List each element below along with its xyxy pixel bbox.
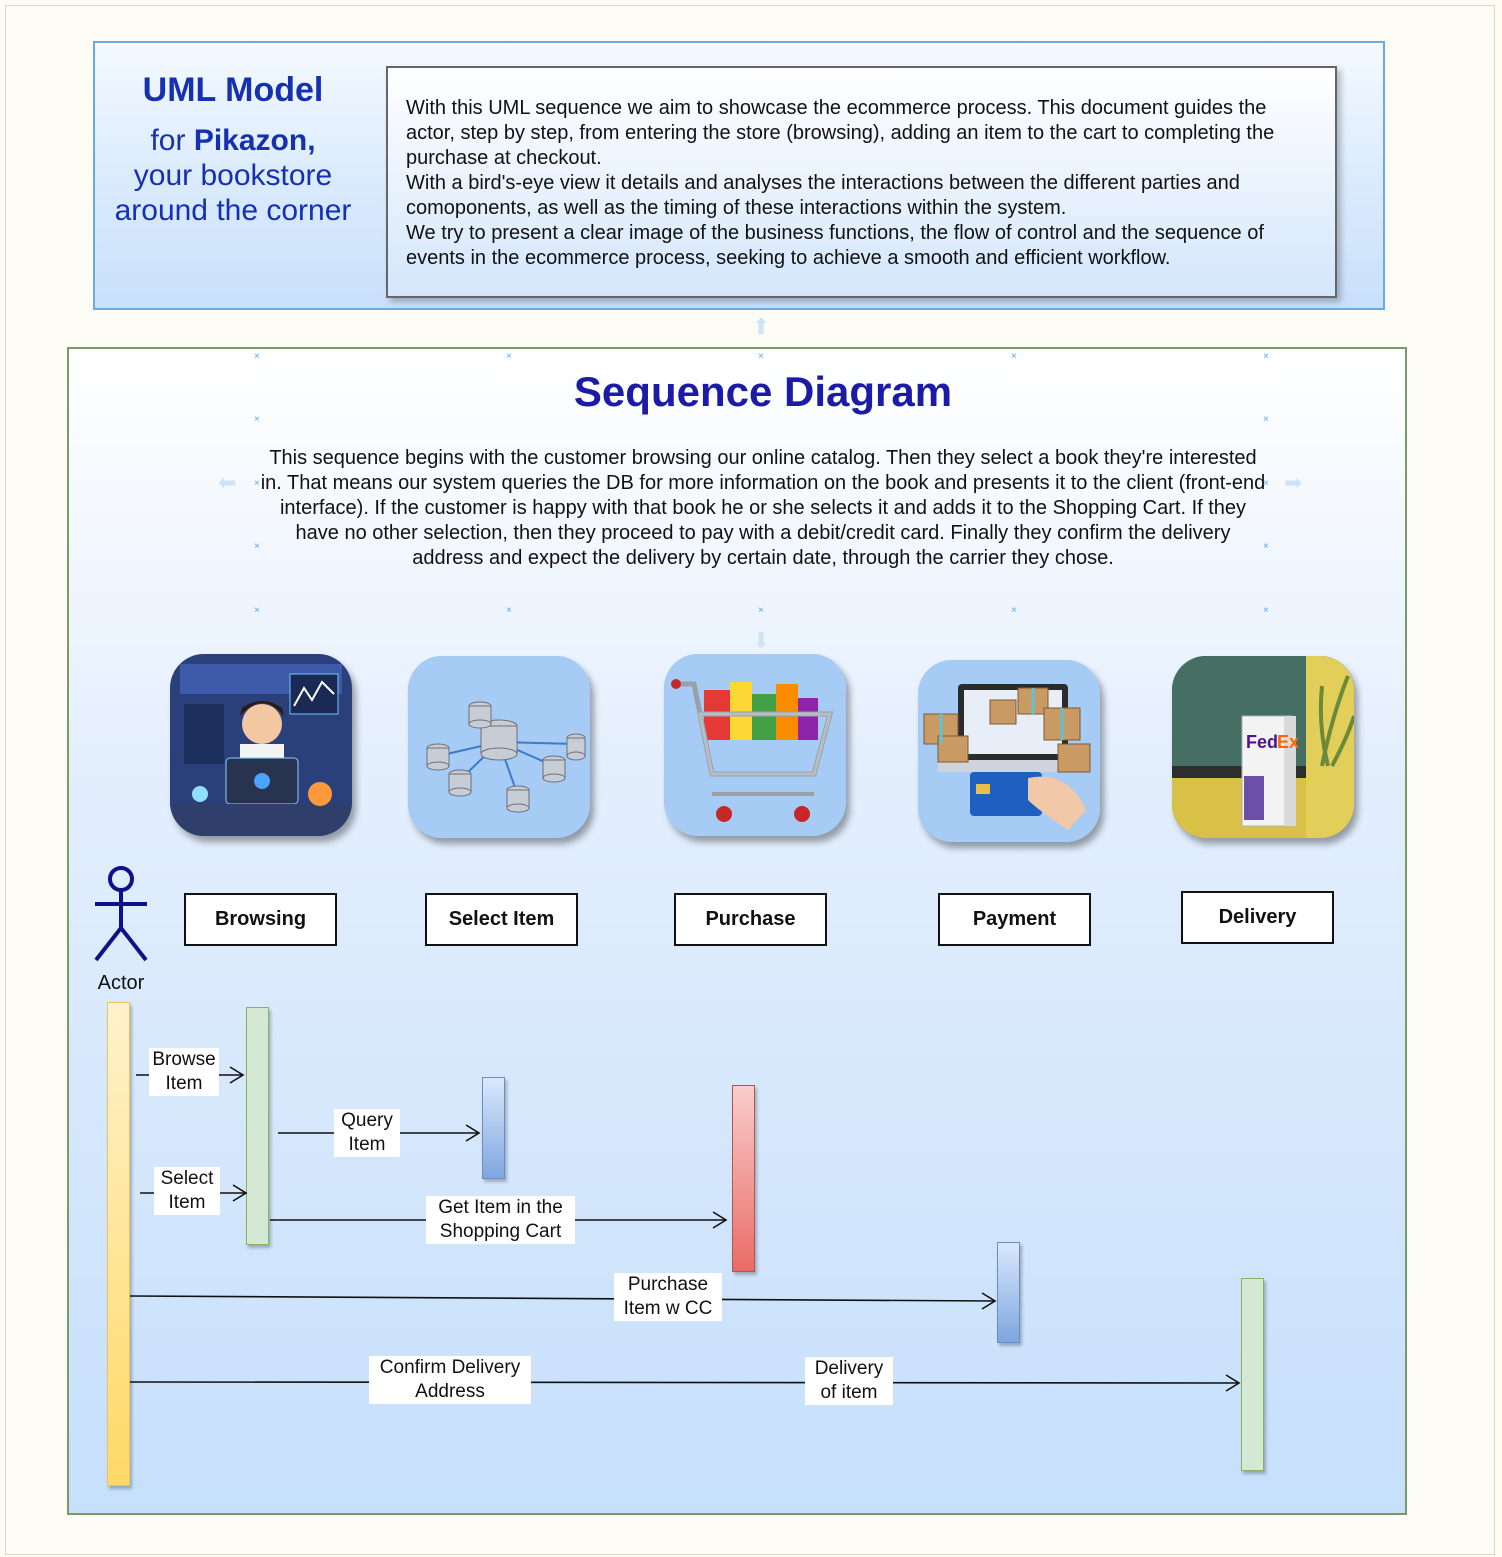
intro-paragraph-3: We try to present a clear image of the b… (406, 222, 1264, 269)
connector-right-arrow-icon[interactable]: ➡ (1284, 470, 1303, 495)
selection-handle[interactable]: × (1011, 605, 1017, 616)
select-item-activation-bar[interactable] (482, 1077, 505, 1179)
subtitle-rest: your bookstore around the corner (114, 158, 352, 227)
developer-laptop-illustration-icon (170, 654, 352, 836)
parcel-delivery-photo-icon: Fed Ex (1172, 656, 1354, 838)
svg-text:Ex: Ex (1277, 732, 1299, 752)
intro-paragraph-1: With this UML sequence we aim to showcas… (406, 97, 1275, 169)
intro-paragraph-2: With a bird's-eye view it details and an… (406, 172, 1240, 219)
message-query-item[interactable]: Query Item (334, 1109, 400, 1157)
selection-handle[interactable]: × (1263, 351, 1269, 362)
sequence-description: This sequence begins with the customer b… (260, 447, 1266, 569)
message-line: Get Item in the (438, 1197, 563, 1218)
delivery-activation-bar[interactable] (1241, 1278, 1264, 1471)
message-line: of item (820, 1382, 878, 1403)
message-line: Item (348, 1134, 386, 1155)
subtitle-prefix: for (150, 123, 194, 157)
selection-handle[interactable]: × (254, 414, 260, 425)
message-line: Item w CC (623, 1298, 713, 1319)
message-line: Query (341, 1110, 393, 1131)
message-select-item[interactable]: Select Item (154, 1167, 220, 1215)
message-delivery-item[interactable]: Delivery of item (805, 1357, 893, 1405)
message-line: Browse (152, 1049, 216, 1070)
selection-handle[interactable]: × (1011, 351, 1017, 362)
selection-handle[interactable]: × (1263, 605, 1269, 616)
select-item-arrowhead-icon (232, 1184, 248, 1202)
stage-label-select-item[interactable]: Select Item (425, 893, 578, 946)
intro-text-box: With this UML sequence we aim to showcas… (386, 66, 1337, 298)
purchase-activation-bar[interactable] (732, 1085, 755, 1272)
message-line: Item (165, 1073, 203, 1094)
selection-handle[interactable]: × (254, 478, 260, 489)
message-get-item-cart[interactable]: Get Item in the Shopping Cart (426, 1196, 575, 1244)
connector-left-arrow-icon[interactable]: ⬅ (218, 470, 237, 495)
sequence-diagram-title: Sequence Diagram (573, 368, 953, 415)
selection-handle[interactable]: × (1263, 541, 1269, 552)
svg-text:Fed: Fed (1246, 732, 1278, 752)
subtitle: for Pikazon, your bookstore around the c… (108, 123, 358, 228)
purchase-cc-arrowhead-icon (981, 1292, 997, 1310)
selection-handle[interactable]: × (254, 605, 260, 616)
actor-label: Actor (97, 972, 145, 994)
stage-label-payment[interactable]: Payment (938, 893, 1091, 946)
message-confirm-address[interactable]: Confirm Delivery Address (369, 1356, 531, 1404)
selection-handle[interactable]: × (1263, 414, 1269, 425)
get-item-cart-arrowhead-icon (712, 1211, 728, 1229)
stage-label-browsing[interactable]: Browsing (184, 893, 337, 946)
message-line: Shopping Cart (439, 1221, 562, 1242)
actor-activation-bar[interactable] (107, 1002, 130, 1486)
uml-model-title: UML Model (142, 71, 324, 109)
credit-card-payment-illustration-icon (918, 660, 1100, 842)
delivery-arrowhead-icon (1225, 1374, 1241, 1392)
message-line: Item (168, 1192, 206, 1213)
stage-label-purchase[interactable]: Purchase (674, 893, 827, 946)
browsing-activation-bar[interactable] (246, 1007, 269, 1245)
payment-activation-bar[interactable] (997, 1242, 1020, 1343)
selection-handle[interactable]: × (506, 351, 512, 362)
shopping-cart-illustration-icon (664, 654, 846, 836)
selection-handle[interactable]: × (254, 541, 260, 552)
connector-down-arrow-icon[interactable]: ⬇ (752, 628, 771, 653)
purchase-cc-arrow (129, 1295, 996, 1302)
selection-handle[interactable]: × (254, 351, 260, 362)
message-browse-item[interactable]: Browse Item (149, 1048, 219, 1096)
message-line: Confirm Delivery (379, 1357, 521, 1378)
title-block: UML Model for Pikazon, your bookstore ar… (108, 70, 358, 228)
selection-handle[interactable]: × (758, 605, 764, 616)
message-line: Purchase (627, 1274, 709, 1295)
message-line: Select (160, 1168, 214, 1189)
selection-handle[interactable]: × (758, 351, 764, 362)
actor-stick-figure-icon[interactable] (90, 864, 152, 964)
query-item-arrowhead-icon (465, 1124, 481, 1142)
selection-handle[interactable]: × (1263, 478, 1269, 489)
message-line: Delivery (814, 1358, 884, 1379)
browse-item-arrowhead-icon (229, 1066, 245, 1084)
connector-up-arrow-icon[interactable]: ⬆ (752, 314, 771, 339)
selection-handle[interactable]: × (506, 605, 512, 616)
delivery-arrow (129, 1381, 1240, 1384)
message-purchase-cc[interactable]: Purchase Item w CC (614, 1273, 722, 1321)
stage-label-delivery[interactable]: Delivery (1181, 891, 1334, 944)
database-network-illustration-icon (408, 656, 590, 838)
brand-name: Pikazon, (193, 123, 316, 157)
message-line: Address (415, 1381, 485, 1402)
